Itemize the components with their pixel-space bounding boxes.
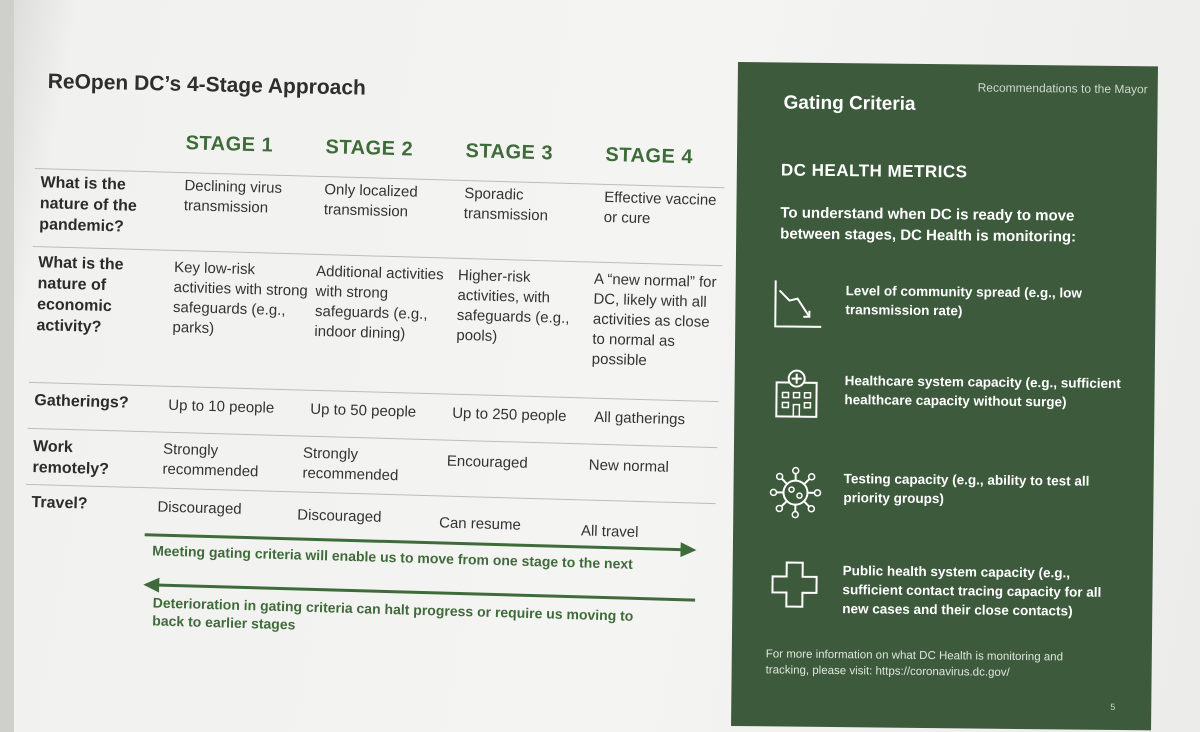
stage-4-header: STAGE 4	[605, 143, 694, 169]
cell-economic-stage-1: Key low-risk activities with strong safe…	[172, 258, 309, 338]
cell-pandemic-stage-1: Declining virus transmission	[183, 177, 283, 217]
cell-work-stage-2: Strongly recommended	[302, 444, 399, 485]
metric-community-spread: Level of community spread (e.g., low tra…	[769, 276, 1140, 360]
page-number: 5	[1110, 701, 1116, 712]
cell-work-stage-3: Encouraged	[446, 452, 528, 472]
row-label-pandemic: What is the nature of the pandemic?	[39, 174, 137, 236]
arrow-right-icon	[680, 542, 697, 558]
recommendations-tag: Recommendations to the Mayor	[977, 80, 1148, 97]
metric-testing-capacity: Testing capacity (e.g., ability to test …	[767, 464, 1138, 548]
stage-2-header: STAGE 2	[325, 136, 414, 161]
stage-1-header: STAGE 1	[185, 132, 274, 157]
cell-work-stage-1: Strongly recommended	[162, 440, 259, 481]
metric-text: Public health system capacity (e.g., suf…	[842, 563, 1102, 619]
cross-icon	[771, 561, 818, 608]
row-label-economic: What is the nature of economic activity?	[36, 254, 124, 336]
page-edge	[0, 0, 14, 732]
declining-chart-icon	[774, 280, 822, 328]
cell-work-stage-4: New normal	[588, 456, 670, 476]
cell-gatherings-stage-2: Up to 50 people	[310, 400, 417, 421]
stage-table: STAGE 1 STAGE 2 STAGE 3 STAGE 4 What is …	[24, 128, 736, 632]
document-title: ReOpen DC’s 4-Stage Approach	[47, 70, 367, 100]
row-label-travel: Travel?	[31, 494, 88, 513]
metric-healthcare-capacity: Healthcare system capacity (e.g., suffic…	[768, 366, 1139, 450]
arrow-left-icon	[143, 577, 160, 593]
metric-public-health-capacity: Public health system capacity (e.g., suf…	[766, 556, 1137, 640]
cell-gatherings-stage-4: All gatherings	[593, 408, 686, 429]
back-arrow: Deterioration in gating criteria can hal…	[142, 577, 703, 655]
metric-text: Healthcare system capacity (e.g., suffic…	[844, 373, 1121, 410]
cell-gatherings-stage-3: Up to 250 people	[451, 404, 567, 425]
cell-economic-stage-4: A “new normal” for DC, likely with all a…	[591, 270, 717, 370]
footnote: For more information on what DC Health i…	[765, 648, 1064, 679]
row-label-work: Work remotely?	[32, 438, 110, 479]
stage-3-header: STAGE 3	[465, 140, 554, 165]
cell-economic-stage-3: Higher-risk activities, with safeguards …	[456, 266, 570, 345]
metric-text: Testing capacity (e.g., ability to test …	[843, 471, 1090, 507]
cell-travel-stage-1: Discouraged	[157, 498, 242, 518]
back-arrow-text-line-2: back to earlier stages	[152, 612, 296, 633]
cell-economic-stage-2: Additional activities with strong safegu…	[314, 262, 444, 343]
hospital-icon	[775, 369, 818, 418]
virus-icon	[769, 466, 822, 519]
cell-travel-stage-2: Discouraged	[297, 506, 382, 526]
metrics-intro: To understand when DC is ready to move b…	[780, 204, 1077, 246]
cell-gatherings-stage-1: Up to 10 people	[168, 396, 275, 417]
cell-travel-stage-3: Can resume	[438, 514, 522, 534]
row-label-gatherings: Gatherings?	[34, 392, 129, 412]
cell-pandemic-stage-4: Effective vaccine or cure	[603, 188, 717, 228]
metric-text: Level of community spread (e.g., low tra…	[845, 283, 1082, 319]
cell-pandemic-stage-3: Sporadic transmission	[463, 184, 549, 225]
gating-criteria-panel: Recommendations to the Mayor Gating Crit…	[731, 62, 1158, 731]
panel-title: Gating Criteria	[783, 92, 916, 115]
metrics-title: DC HEALTH METRICS	[780, 160, 968, 182]
forward-arrow: Meeting gating criteria will enable us t…	[144, 529, 705, 585]
cell-pandemic-stage-2: Only localized transmission	[323, 181, 418, 221]
